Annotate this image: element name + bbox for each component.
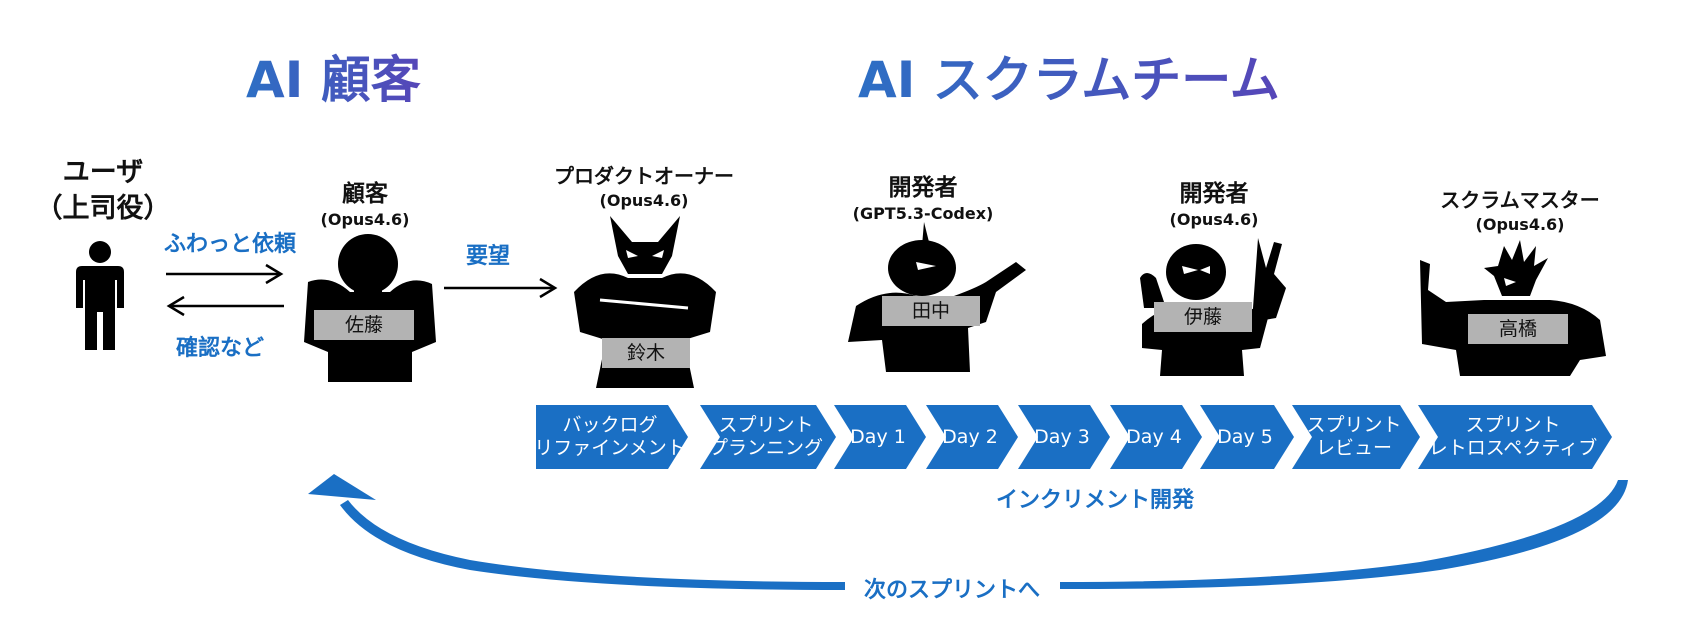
customer-section-title: AI 顧客 [246, 40, 421, 112]
role-developer-1-tag: 田中 [882, 296, 980, 326]
user-person-icon [76, 241, 124, 350]
process-step-9: スプリントレトロスペクティブ [1418, 405, 1612, 469]
process-step-7: Day 5 [1200, 405, 1294, 469]
process-step-5-shape [1018, 405, 1110, 469]
process-step-2: スプリントプランニング [700, 405, 836, 469]
process-step-3-shape [834, 405, 926, 469]
role-developer-2-model: (Opus4.6) [1169, 210, 1259, 229]
process-step-8-label: スプリントレビュー [1292, 405, 1416, 469]
role-developer-1-label: 開発者 (GPT5.3-Codex) [838, 168, 1008, 223]
role-product-owner-model: (Opus4.6) [599, 191, 689, 210]
demand-arrow-icon [444, 277, 558, 299]
process-step-1-line1: バックログ [562, 414, 658, 436]
process-step-8: スプリントレビュー [1292, 405, 1420, 469]
process-step-9-line2: レトロスペクティブ [1428, 437, 1598, 459]
process-step-1-label: バックログリファインメント [534, 405, 686, 469]
process-step-3-line1: Day 1 [850, 425, 906, 448]
role-product-owner-title: プロダクトオーナー [554, 164, 734, 188]
request-arrow-icon [166, 263, 284, 285]
process-step-6: Day 4 [1110, 405, 1202, 469]
role-customer-tag: 佐藤 [314, 310, 414, 340]
process-step-9-shape [1418, 405, 1612, 469]
role-scrum-master-model: (Opus4.6) [1475, 215, 1565, 234]
process-step-6-line1: Day 4 [1126, 425, 1182, 448]
process-step-5-label: Day 3 [1018, 405, 1106, 469]
role-developer-1-model: (GPT5.3-Codex) [852, 204, 994, 223]
demand-label: 要望 [466, 244, 511, 269]
process-step-5: Day 3 [1018, 405, 1110, 469]
process-step-4-shape [926, 405, 1018, 469]
increment-label: インクリメント開発 [996, 488, 1195, 513]
process-step-1-line2: リファインメント [534, 437, 686, 459]
process-step-8-line2: レビュー [1315, 437, 1392, 459]
process-step-4-line1: Day 2 [942, 425, 998, 448]
process-step-8-shape [1292, 405, 1420, 469]
role-developer-1-title: 開発者 [888, 175, 958, 201]
process-step-3-label: Day 1 [834, 405, 922, 469]
role-customer-model: (Opus4.6) [320, 210, 410, 229]
process-step-2-line1: スプリント [718, 414, 814, 436]
confirm-label: 確認など [176, 336, 265, 361]
role-scrum-master-tag: 高橋 [1468, 314, 1568, 344]
role-developer-2-label: 開発者 (Opus4.6) [1144, 174, 1284, 229]
process-step-7-label: Day 5 [1200, 405, 1290, 469]
process-step-5-line1: Day 3 [1034, 425, 1090, 448]
process-step-4-label: Day 2 [926, 405, 1014, 469]
process-step-1: バックログリファインメント [534, 405, 688, 469]
user-label-line2: （上司役） [35, 193, 171, 224]
role-product-owner-label: プロダクトオーナー (Opus4.6) [544, 160, 744, 210]
next-sprint-label: 次のスプリントへ [864, 578, 1041, 603]
team-section-title: AI スクラムチーム [858, 40, 1280, 112]
process-step-6-shape [1110, 405, 1202, 469]
process-step-9-label: スプリントレトロスペクティブ [1418, 405, 1608, 469]
confirm-arrow-icon [166, 295, 284, 317]
process-step-2-line2: プランニング [708, 437, 823, 459]
process-step-2-shape [700, 405, 836, 469]
process-step-7-shape [1200, 405, 1294, 469]
role-customer-label: 顧客 (Opus4.6) [300, 174, 430, 229]
process-step-1-shape [536, 405, 688, 469]
process-step-3: Day 1 [834, 405, 926, 469]
request-label: ふわっと依頼 [164, 232, 297, 257]
process-step-6-label: Day 4 [1110, 405, 1198, 469]
role-product-owner-tag: 鈴木 [602, 338, 690, 368]
process-step-7-line1: Day 5 [1217, 425, 1273, 448]
role-scrum-master-title: スクラムマスター [1440, 188, 1600, 212]
user-label-line1: ユーザ [62, 157, 144, 188]
process-step-4: Day 2 [926, 405, 1018, 469]
role-developer-2-tag: 伊藤 [1154, 302, 1252, 332]
role-developer-2-title: 開発者 [1179, 181, 1249, 207]
role-customer-title: 顧客 [342, 181, 388, 207]
process-step-2-label: スプリントプランニング [700, 405, 832, 469]
role-scrum-master-label: スクラムマスター (Opus4.6) [1420, 184, 1620, 234]
process-step-8-line1: スプリント [1306, 414, 1402, 436]
user-label: ユーザ （上司役） [28, 155, 178, 227]
process-step-9-line1: スプリント [1465, 414, 1561, 436]
